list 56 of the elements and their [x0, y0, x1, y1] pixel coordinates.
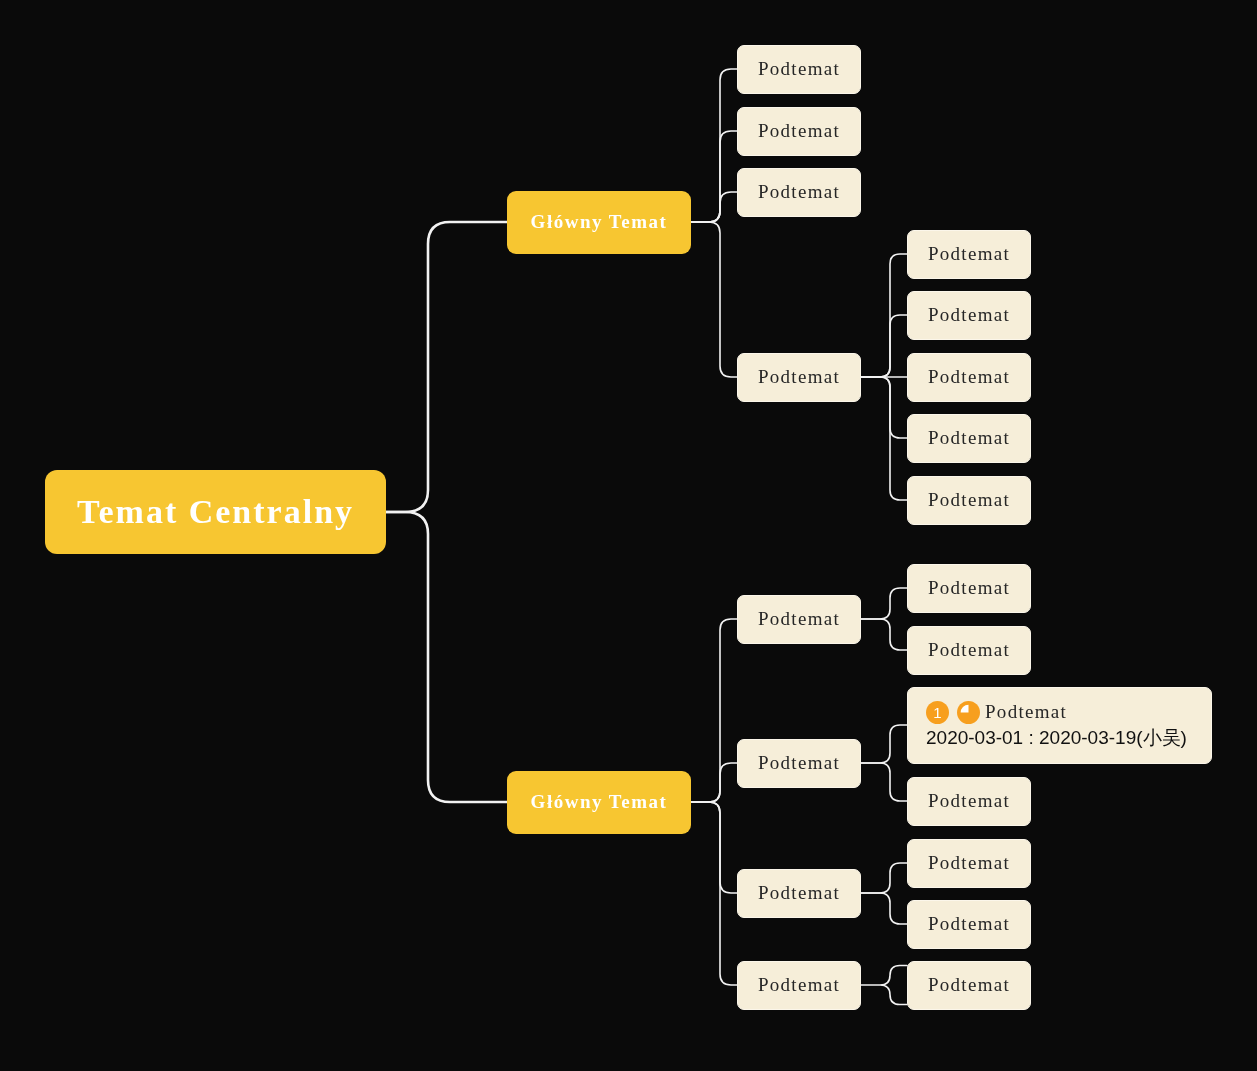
- subtopic-box: [907, 625, 1031, 675]
- subtopic-box: [907, 686, 1212, 764]
- subtopic-box: [907, 838, 1031, 888]
- subtopic-box: [907, 776, 1031, 826]
- subtopic-text: Podtemat: [927, 973, 1011, 997]
- subtopic-box: [907, 229, 1031, 279]
- subtopic-box: [737, 960, 861, 1010]
- subtopic-text: Podtemat: [927, 242, 1011, 266]
- subtopic-text: Podtemat: [985, 700, 1068, 724]
- subtopic-text: Podtemat: [927, 426, 1011, 450]
- subtopic-box: [737, 106, 861, 156]
- brace-connector: [860, 618, 908, 651]
- subtopic-text: Podtemat: [927, 638, 1011, 662]
- subtopic-text: Podtemat: [927, 789, 1011, 813]
- subtopic-text: Podtemat: [927, 576, 1011, 600]
- subtopic-text: Podtemat: [927, 488, 1011, 512]
- subtopic-text: Podtemat: [927, 365, 1011, 389]
- central-topic-box: [45, 470, 386, 554]
- priority-marker: 1: [926, 700, 949, 724]
- subtopic-text: Podtemat: [927, 912, 1011, 936]
- subtopic-text: Podtemat: [757, 881, 841, 905]
- subtopic-box: [737, 167, 861, 217]
- subtopic-box: [907, 413, 1031, 463]
- subtopic-text: Podtemat: [927, 303, 1011, 327]
- subtopic-box: [907, 352, 1031, 402]
- central-topic-text: Temat Centralny: [76, 492, 355, 532]
- subtopic-text: Podtemat: [757, 180, 841, 204]
- subtopic-box: [737, 44, 861, 94]
- subtopic-box: [907, 475, 1031, 525]
- subtopic-box: [737, 738, 861, 788]
- subtopic-box: [737, 352, 861, 402]
- subtopic-text: Podtemat: [757, 119, 841, 143]
- subtopic-box: [907, 563, 1031, 613]
- brace-connector: [384, 510, 509, 804]
- subtopic-text: Podtemat: [757, 57, 841, 81]
- main-topic-text: Główny Temat: [530, 210, 668, 234]
- date-range-text: 2020-03-01 : 2020-03-19(小吴): [926, 726, 1187, 750]
- subtopic-box: [907, 290, 1031, 340]
- subtopic-box: [907, 960, 1031, 1010]
- brace-connector: [860, 762, 908, 802]
- main-topic-text: Główny Temat: [530, 790, 668, 814]
- brace-connector: [860, 964, 908, 1006]
- brace-connector: [690, 801, 738, 986]
- main-topic-box: [507, 190, 691, 254]
- brace-connector: [860, 376, 908, 501]
- subtopic-text: Podtemat: [927, 851, 1011, 875]
- brace-connector: [690, 221, 738, 378]
- subtopic-text: Podtemat: [757, 607, 841, 631]
- main-topic-box: [507, 770, 691, 834]
- subtopic-box: [737, 868, 861, 918]
- subtopic-text: Podtemat: [757, 365, 841, 389]
- brace-connector: [860, 892, 908, 925]
- subtopic-box: [737, 594, 861, 644]
- subtopic-text: Podtemat: [757, 973, 841, 997]
- subtopic-text: Podtemat: [757, 751, 841, 775]
- subtopic-box: [907, 899, 1031, 949]
